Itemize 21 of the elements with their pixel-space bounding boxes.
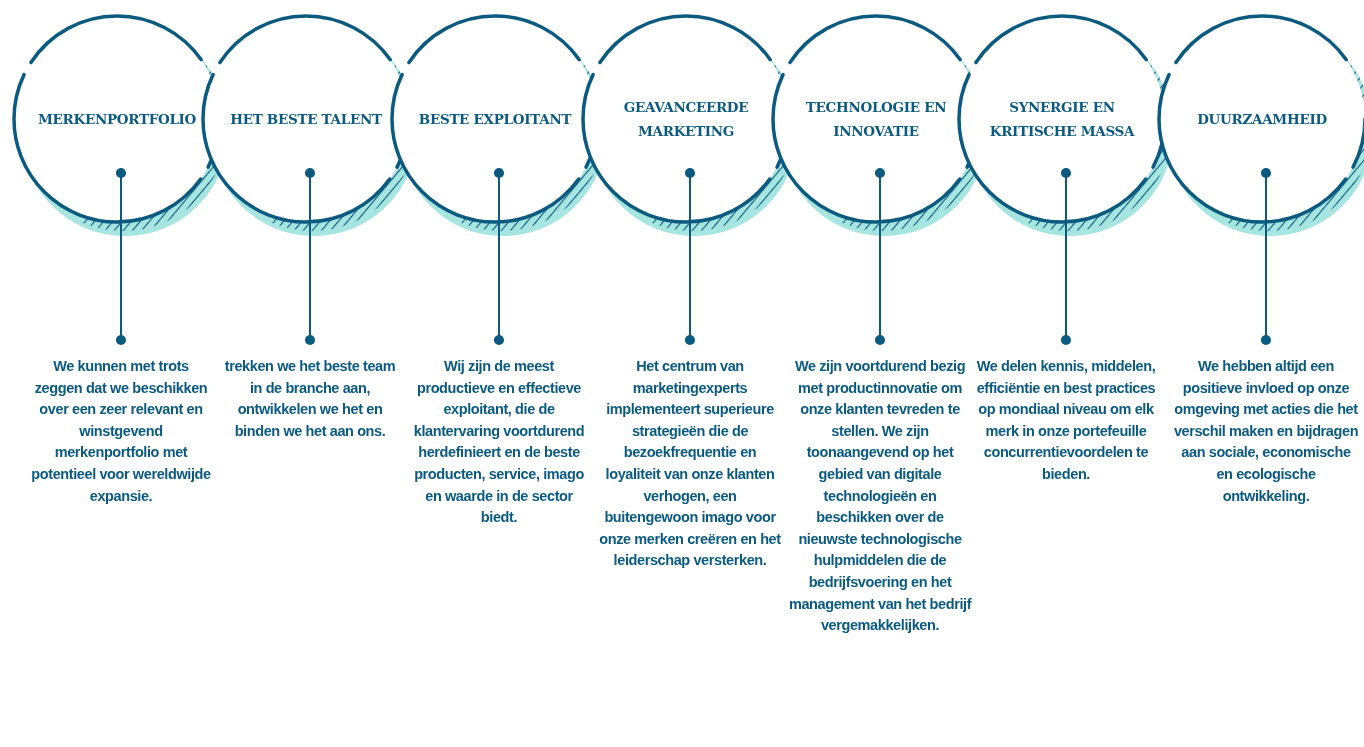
connector-line [1060, 167, 1072, 346]
connector-line [684, 167, 696, 346]
description-text: We hebben altijd een positieve invloed op onze omgeving met acties die het verschil maken en bijdragen aan sociale, economische en ecologische ontwikkeling. [1173, 356, 1359, 508]
description-text: Wij zijn de meest productieve en effectieve exploitant, die de klantervaring voortdurend herdefinieert en de beste producten, service, imago en waarde in de sector biedt. [406, 356, 592, 529]
circle-heading: DUURZAAMHEID [1196, 110, 1328, 129]
description-text: We zijn voortdurend bezig met productinnovatie om onze klanten tevreden te stellen. We zijn toonaangevend op het gebied van digitale technologieën en beschikken over de nieuwste technologische hulpmiddelen die de bedrijfsvoering en het management van het bedrijf vergemakkelijken. [787, 356, 973, 637]
description-text: We kunnen met trots zeggen dat we beschikken over een zeer relevant en winstgevend merkenportfolio met potentieel voor wereldwijde expansie. [28, 356, 214, 508]
connector-line [304, 167, 316, 346]
description-text: We delen kennis, middelen, efficiëntie en best practices op mondiaal niveau om elk merk in onze portefeuille concurrentievoordelen te bieden. [973, 356, 1159, 486]
circle-heading: GEAVANCEERDE MARKETING [622, 98, 750, 141]
connector-line [1260, 167, 1272, 346]
connector-line [115, 167, 127, 346]
description-text: Het centrum van marketingexperts implementeert superieure strategieën die de bezoekfrequentie en loyaliteit van onze klanten verhogen, een buitengewoon imago voor onze merken creëren en het leiderschap versterken. [597, 356, 783, 572]
connector-line [493, 167, 505, 346]
description-text: trekken we het beste team in de branche aan, ontwikkelen we het en binden we het aan ons. [217, 356, 403, 443]
circle-heading: HET BESTE TALENT [229, 110, 383, 129]
circle-heading: MERKENPORTFOLIO [36, 110, 198, 129]
circle-heading: SYNERGIE EN KRITISCHE MASSA [988, 98, 1136, 141]
circle-heading: BESTE EXPLOITANT [417, 110, 573, 129]
connector-line [874, 167, 886, 346]
circle-heading: TECHNOLOGIE EN INNOVATIE [804, 98, 948, 141]
